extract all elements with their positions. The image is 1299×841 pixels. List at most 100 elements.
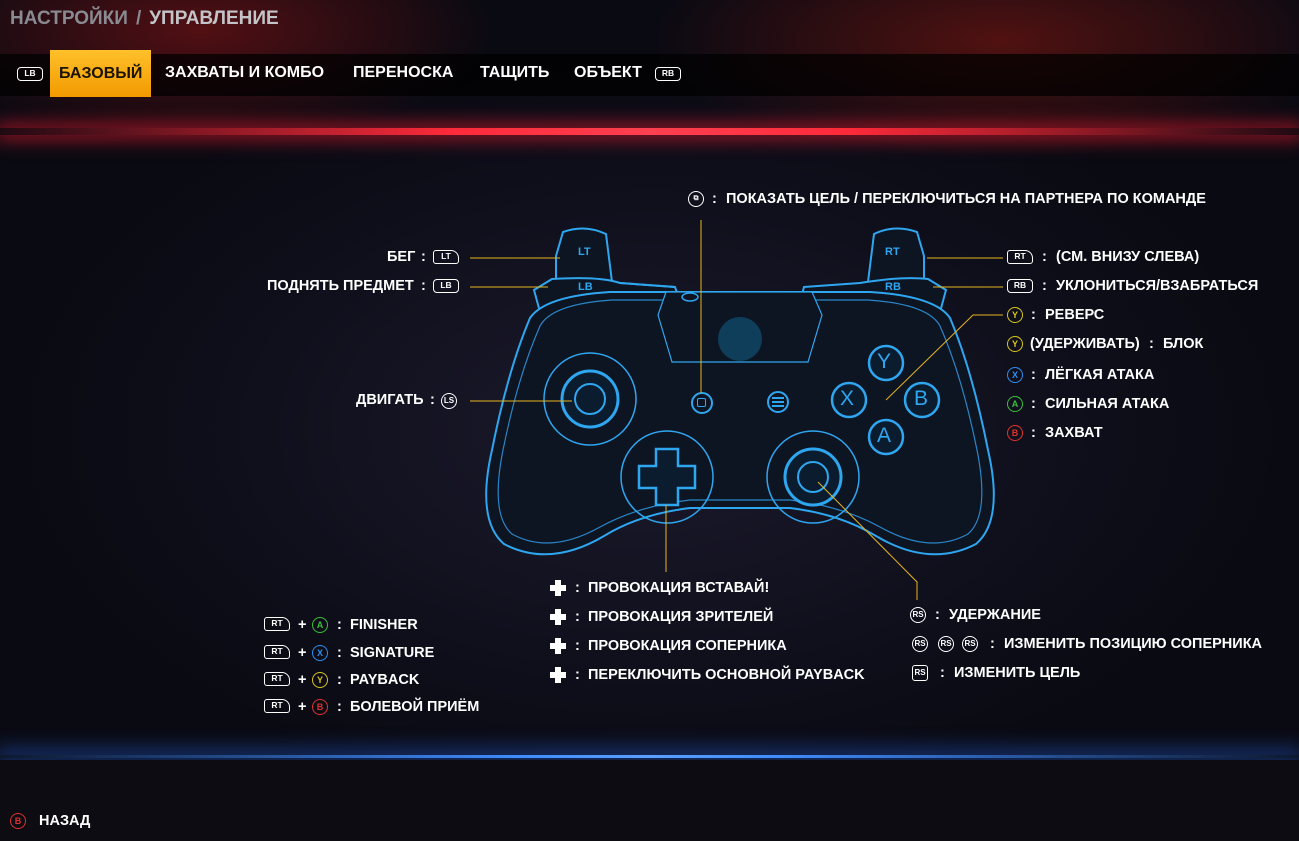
rb-label: RB xyxy=(885,281,901,293)
top-glow-divider xyxy=(0,128,1299,135)
breadcrumb-root[interactable]: НАСТРОЙКИ xyxy=(10,8,128,29)
dpad-colon-1: : xyxy=(575,580,580,596)
reverse-colon: : xyxy=(1031,307,1036,323)
rs-colon-2: : xyxy=(990,636,995,652)
combo-submission-label: БОЛЕВОЙ ПРИЁМ xyxy=(350,699,480,715)
view-button-icon xyxy=(697,398,706,407)
view-icon: ⧉ xyxy=(688,191,704,207)
dpad-colon-2: : xyxy=(575,609,580,625)
dpad-colon-4: : xyxy=(575,667,580,683)
b-button-label: B xyxy=(914,387,929,410)
run-colon: : xyxy=(421,249,426,265)
combo-plus-2: + xyxy=(298,645,307,661)
rs-colon-3: : xyxy=(940,665,945,681)
strong-attack-label: СИЛЬНАЯ АТАКА xyxy=(1045,396,1170,412)
move-label: ДВИГАТЬ xyxy=(356,392,424,408)
pickup-colon: : xyxy=(421,278,426,294)
rb-action-label: УКЛОНИТЬСЯ/ВЗАБРАТЬСЯ xyxy=(1056,278,1259,294)
breadcrumb-current: УПРАВЛЕНИЕ xyxy=(149,8,279,29)
combo-colon-2: : xyxy=(337,645,342,661)
combo-colon-1: : xyxy=(337,617,342,633)
tab-bar xyxy=(0,54,1299,96)
rs-action-2: ИЗМЕНИТЬ ПОЗИЦИЮ СОПЕРНИКА xyxy=(1004,636,1263,652)
combo-plus-4: + xyxy=(298,699,307,715)
b-icon: B xyxy=(1007,425,1023,441)
breadcrumb: НАСТРОЙКИ / УПРАВЛЕНИЕ xyxy=(10,8,279,30)
bottom-glow-divider xyxy=(0,755,1299,758)
tab-carry[interactable]: ПЕРЕНОСКА xyxy=(353,64,454,81)
back-label: НАЗАД xyxy=(39,813,91,829)
a-button-label: A xyxy=(877,424,892,447)
rs-action-1: УДЕРЖАНИЕ xyxy=(949,607,1041,623)
rt-action-label: (СМ. ВНИЗУ СЛЕВА) xyxy=(1056,249,1200,265)
lb-prev-tab-icon[interactable]: LB xyxy=(17,67,43,81)
rt-label: RT xyxy=(885,246,900,258)
x-button-label: X xyxy=(840,387,855,410)
back-b-icon: B xyxy=(10,813,26,829)
rs-up-icon: RS xyxy=(938,636,954,652)
tab-drag[interactable]: ТАЩИТЬ xyxy=(480,64,550,81)
dpad-colon-3: : xyxy=(575,638,580,654)
combo-x-icon: X xyxy=(312,645,328,661)
combo-b-icon: B xyxy=(312,699,328,715)
block-colon: : xyxy=(1149,336,1154,352)
grapple-colon: : xyxy=(1031,425,1036,441)
pickup-label: ПОДНЯТЬ ПРЕДМЕТ xyxy=(267,278,414,294)
combo-colon-4: : xyxy=(337,699,342,715)
rs-colon-1: : xyxy=(935,607,940,623)
rs-left-icon: RS xyxy=(912,636,928,652)
rb-colon: : xyxy=(1042,278,1047,294)
tab-grapples-combos[interactable]: ЗАХВАТЫ И КОМБО xyxy=(165,64,325,81)
run-label: БЕГ xyxy=(387,249,416,265)
breadcrumb-separator: / xyxy=(135,8,142,29)
lt-label: LT xyxy=(578,246,591,258)
combo-rt-icon-2: RT xyxy=(264,645,290,659)
dpad-down-icon xyxy=(550,609,566,625)
rb-icon: RB xyxy=(1007,279,1033,293)
combo-rt-icon-1: RT xyxy=(264,617,290,631)
grapple-label: ЗАХВАТ xyxy=(1045,425,1103,441)
y-hold-icon: Y xyxy=(1007,336,1023,352)
tab-basic[interactable]: БАЗОВЫЙ xyxy=(50,50,152,97)
view-colon: : xyxy=(712,191,717,207)
combo-finisher-label: FINISHER xyxy=(350,617,418,633)
combo-plus-1: + xyxy=(298,617,307,633)
hold-label: (УДЕРЖИВАТЬ) xyxy=(1030,336,1140,352)
light-attack-colon: : xyxy=(1031,367,1036,383)
dpad-action-1: ПРОВОКАЦИЯ ВСТАВАЙ! xyxy=(588,580,770,596)
dpad-action-4: ПЕРЕКЛЮЧИТЬ ОСНОВНОЙ PAYBACK xyxy=(588,667,865,683)
lt-icon: LT xyxy=(433,250,459,264)
back-button[interactable]: B НАЗАД xyxy=(10,812,100,832)
combo-plus-3: + xyxy=(298,672,307,688)
move-colon: : xyxy=(430,392,435,408)
block-label: БЛОК xyxy=(1163,336,1204,352)
strong-attack-colon: : xyxy=(1031,396,1036,412)
ls-icon: LS xyxy=(441,393,457,409)
lb-icon: LB xyxy=(433,279,459,293)
rt-colon: : xyxy=(1042,249,1047,265)
reverse-label: РЕВЕРС xyxy=(1045,307,1105,323)
y-icon: Y xyxy=(1007,307,1023,323)
view-action-label: ПОКАЗАТЬ ЦЕЛЬ / ПЕРЕКЛЮЧИТЬСЯ НА ПАРТНЕР… xyxy=(726,191,1206,207)
x-icon: X xyxy=(1007,367,1023,383)
combo-rt-icon-3: RT xyxy=(264,672,290,686)
dpad-action-3: ПРОВОКАЦИЯ СОПЕРНИКА xyxy=(588,638,787,654)
combo-rt-icon-4: RT xyxy=(264,699,290,713)
combo-colon-3: : xyxy=(337,672,342,688)
light-attack-label: ЛЁГКАЯ АТАКА xyxy=(1045,367,1155,383)
rs-action-3: ИЗМЕНИТЬ ЦЕЛЬ xyxy=(954,665,1081,681)
rb-next-tab-icon[interactable]: RB xyxy=(655,67,681,81)
combo-a-icon: A xyxy=(312,617,328,633)
tab-object[interactable]: ОБЪЕКТ xyxy=(574,64,642,81)
rt-icon: RT xyxy=(1007,250,1033,264)
dpad-left-icon xyxy=(550,638,566,654)
rs-right-icon: RS xyxy=(962,636,978,652)
rs-icon: RS xyxy=(910,607,926,623)
combo-payback-label: PAYBACK xyxy=(350,672,420,688)
dpad-action-2: ПРОВОКАЦИЯ ЗРИТЕЛЕЙ xyxy=(588,609,774,625)
lb-label: LB xyxy=(578,281,593,293)
menu-button-icon xyxy=(772,397,784,407)
combo-y-icon: Y xyxy=(312,672,328,688)
combo-signature-label: SIGNATURE xyxy=(350,645,435,661)
